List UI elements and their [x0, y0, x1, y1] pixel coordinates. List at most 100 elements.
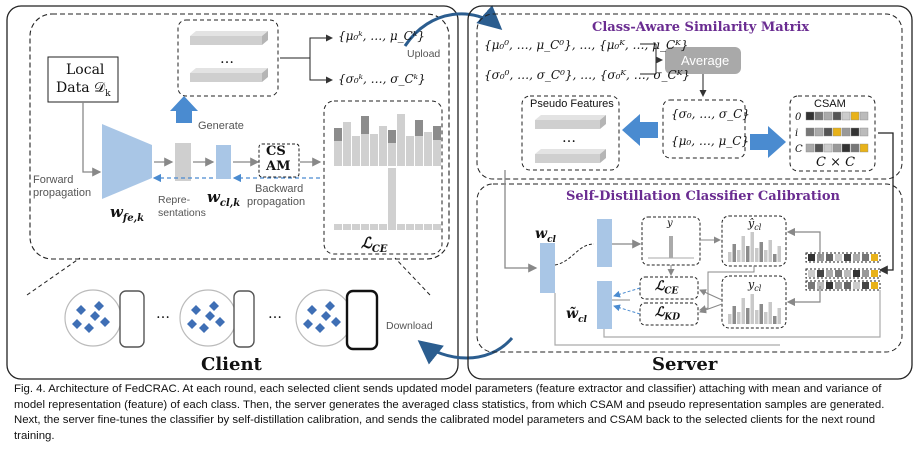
sigma-avg: {σ₀, …, σ_C}	[671, 107, 750, 121]
output-bar	[768, 240, 772, 262]
loss-histogram-box	[323, 100, 443, 255]
csam-row-cell	[871, 270, 878, 277]
client-title: Client	[201, 354, 262, 375]
csam-row-strip	[805, 280, 881, 291]
loss-bar	[397, 114, 405, 166]
output-bar	[746, 246, 750, 262]
csam-row-cell	[817, 282, 824, 289]
loss-histogram-bars	[334, 114, 441, 166]
data-shape	[321, 311, 331, 321]
to-csam-arrow	[750, 126, 786, 158]
csam-row-strip	[805, 252, 881, 263]
sigma-all: {σ₀⁰, …, σ_C⁰}, …, {σ₀ᴷ, …, σ_Cᴷ}	[484, 68, 690, 82]
csam-row-cell	[826, 270, 833, 277]
stats-ellipsis: …	[220, 51, 234, 67]
device-icon	[119, 290, 145, 348]
mu-set: {μ₀ᵏ, …, μ_Cᵏ}	[338, 29, 425, 43]
label-bar	[361, 224, 369, 230]
csam-row-cell	[844, 282, 851, 289]
student-output-box	[721, 275, 787, 329]
csam-cell	[841, 111, 851, 121]
loss-bar	[343, 122, 351, 166]
loss-bar	[388, 130, 396, 166]
csam-row-cell	[835, 270, 842, 277]
data-shape	[72, 319, 82, 329]
data-shape	[191, 305, 201, 315]
output-bar	[764, 312, 768, 324]
output-bar	[750, 232, 754, 262]
y-cl-label: ycl	[748, 278, 762, 294]
device-icon	[233, 290, 255, 348]
csam-row-cell	[844, 270, 851, 277]
output-bar	[732, 244, 736, 262]
output-bar	[759, 304, 763, 324]
csam-row-strip	[805, 268, 881, 279]
client-panel	[6, 5, 459, 380]
csam-cell	[841, 143, 851, 153]
data-shape	[187, 319, 197, 329]
data-shape	[307, 305, 317, 315]
upload-label: Upload	[407, 48, 441, 60]
output-bar	[737, 250, 741, 262]
data-shape	[100, 317, 110, 327]
csam-dimension: C × C	[816, 155, 856, 170]
download-curve	[417, 337, 514, 365]
w-fe-label: wfe,k	[110, 203, 144, 224]
csam-label-2: AM	[266, 159, 291, 174]
label-bar	[334, 224, 342, 230]
generate-label: Generate	[198, 120, 244, 132]
loss-bar-top	[334, 128, 342, 141]
server-panel	[467, 5, 913, 380]
csam-row-0: 0	[795, 112, 802, 123]
csam-cell	[832, 111, 842, 121]
output-bar	[773, 316, 777, 324]
csam-row-cell	[817, 270, 824, 277]
averaged-stats-box	[662, 99, 746, 159]
output-bar	[764, 250, 768, 262]
average-label: Average	[681, 53, 730, 68]
device-icon	[345, 289, 379, 351]
csam-cell	[850, 111, 860, 121]
csam-row-cell	[808, 282, 815, 289]
csam-row-cell	[871, 282, 878, 289]
csam-cell	[823, 143, 833, 153]
label-bar	[343, 224, 351, 230]
output-bar	[746, 308, 750, 324]
csam-row-cell	[808, 254, 815, 261]
label-bar	[406, 224, 414, 230]
to-pseudo-arrow	[622, 114, 658, 146]
csam-row-cell	[808, 270, 815, 277]
pseudo-features-box	[521, 95, 620, 171]
csam-row-cell	[853, 270, 860, 277]
feature-extractor-shape	[102, 124, 152, 199]
client-devices-row	[64, 289, 379, 351]
csam-row-i: i	[795, 128, 799, 139]
csam-label-1: CS	[266, 144, 286, 159]
data-shape	[84, 323, 94, 333]
devices-ellipsis-2: …	[268, 306, 282, 322]
csam-rows-right	[805, 252, 881, 291]
data-shape	[331, 317, 341, 327]
forward-label-2: propagation	[33, 187, 92, 199]
loss-bar-top	[415, 120, 423, 136]
statistics-box	[177, 19, 279, 97]
csam-cell	[814, 111, 824, 121]
output-bar	[750, 294, 754, 324]
data-shape	[215, 317, 225, 327]
csam-row-cell	[862, 282, 869, 289]
label-bar	[379, 224, 387, 230]
csam-row-cell	[871, 254, 878, 261]
csam-cell	[805, 127, 815, 137]
csam-row-c: C	[795, 144, 803, 155]
data-shape	[199, 323, 209, 333]
loss-bar-top	[388, 130, 396, 143]
csm-title: Class-Aware Similarity Matrix	[592, 20, 810, 35]
csam-row-cell	[835, 254, 842, 261]
loss-bar	[334, 128, 342, 166]
output-bar	[755, 310, 759, 324]
data-shape	[90, 311, 100, 321]
pseudo-ellipsis: …	[562, 130, 576, 146]
backward-label-1: Backward	[255, 183, 304, 195]
csam-cell	[832, 127, 842, 137]
server-loss-ce: ℒCE	[655, 279, 679, 297]
